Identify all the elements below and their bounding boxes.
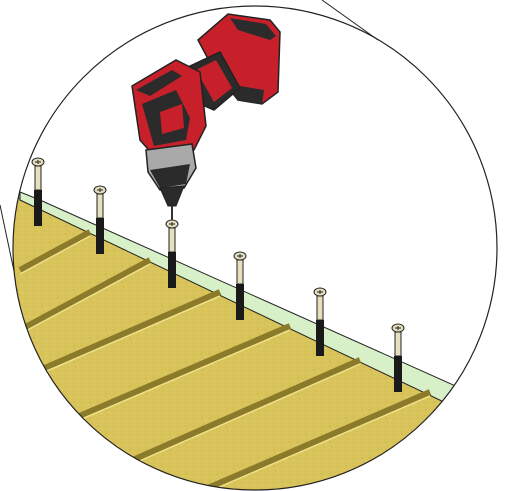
detail-contents: [0, 192, 460, 491]
cordless-drill: [132, 14, 280, 220]
leader-line-top: [322, 0, 378, 40]
